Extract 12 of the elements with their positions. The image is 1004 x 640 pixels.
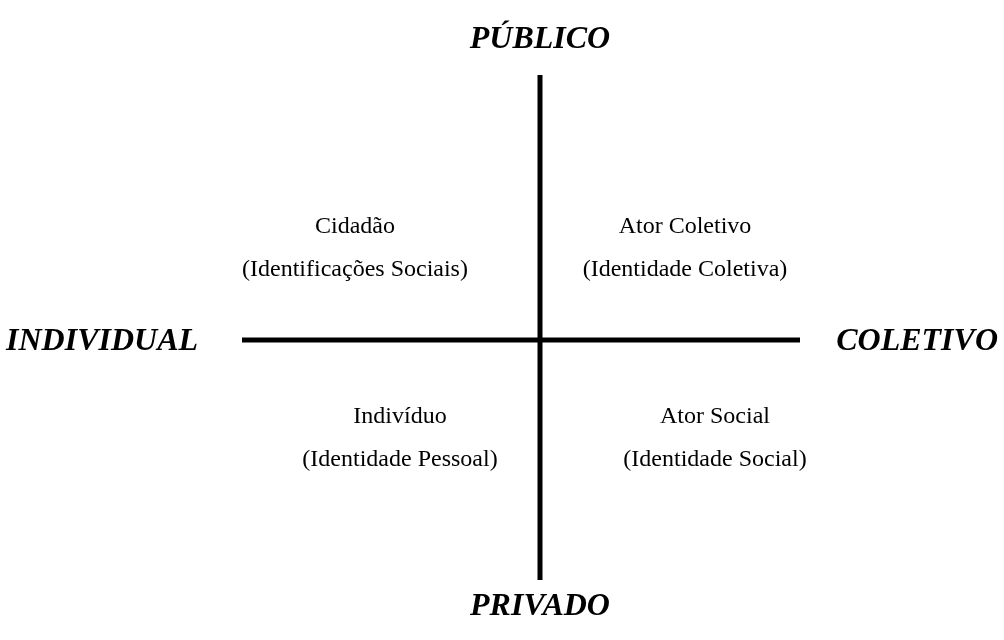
axis-label: PRIVADO (470, 587, 610, 623)
quadrant-subtitle: (Identificações Sociais) (242, 254, 468, 282)
quadrant-title: Ator Coletivo (618, 211, 752, 239)
quadrant-title: Ator Social (660, 401, 770, 429)
axis-label: PÚBLICO (469, 20, 611, 56)
quadrant-subtitle: (Identidade Coletiva) (582, 254, 788, 282)
axis-label: INDIVIDUAL (6, 322, 199, 358)
quadrant-title: Cidadão (315, 211, 395, 239)
quadrant-subtitle: (Identidade Social) (623, 444, 807, 472)
quadrant-title: Indivíduo (353, 401, 447, 429)
axis-label: COLETIVO (836, 322, 998, 358)
quadrant-subtitle: (Identidade Pessoal) (302, 444, 498, 472)
